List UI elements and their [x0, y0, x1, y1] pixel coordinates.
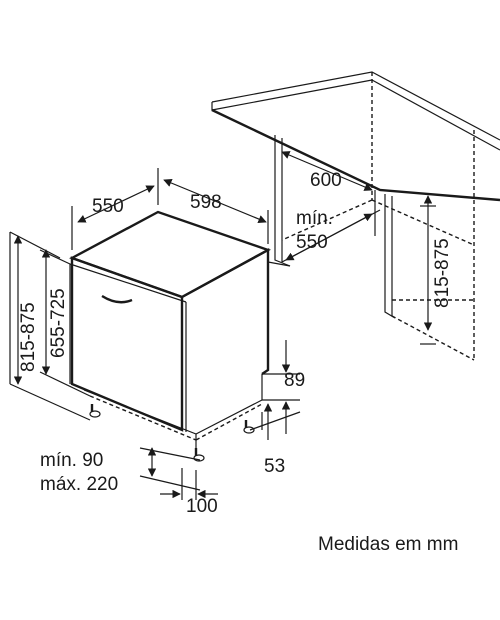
door-gap-min-label: mín. 90 — [40, 450, 103, 471]
dishwasher-body — [69, 210, 271, 462]
units-footnote: Medidas em mm — [318, 534, 459, 555]
foot-setback-label: 100 — [186, 496, 218, 517]
niche-depth-value: 550 — [296, 232, 328, 253]
niche-depth-min-text: mín. — [296, 208, 333, 229]
width-label: 598 — [190, 192, 222, 213]
dimension-lines — [9, 151, 436, 500]
niche-width-label: 600 — [310, 170, 342, 191]
body-height-label: 655-725 — [48, 288, 69, 358]
foot-offset-label: 53 — [264, 456, 285, 477]
door-gap-max-label: máx. 220 — [40, 474, 118, 495]
appliance-height-label: 815-875 — [18, 302, 39, 372]
plinth-height-label: 89 — [284, 370, 305, 391]
niche-outline — [211, 71, 500, 361]
depth-label: 550 — [92, 196, 124, 217]
niche-height-label: 815-875 — [432, 238, 453, 308]
